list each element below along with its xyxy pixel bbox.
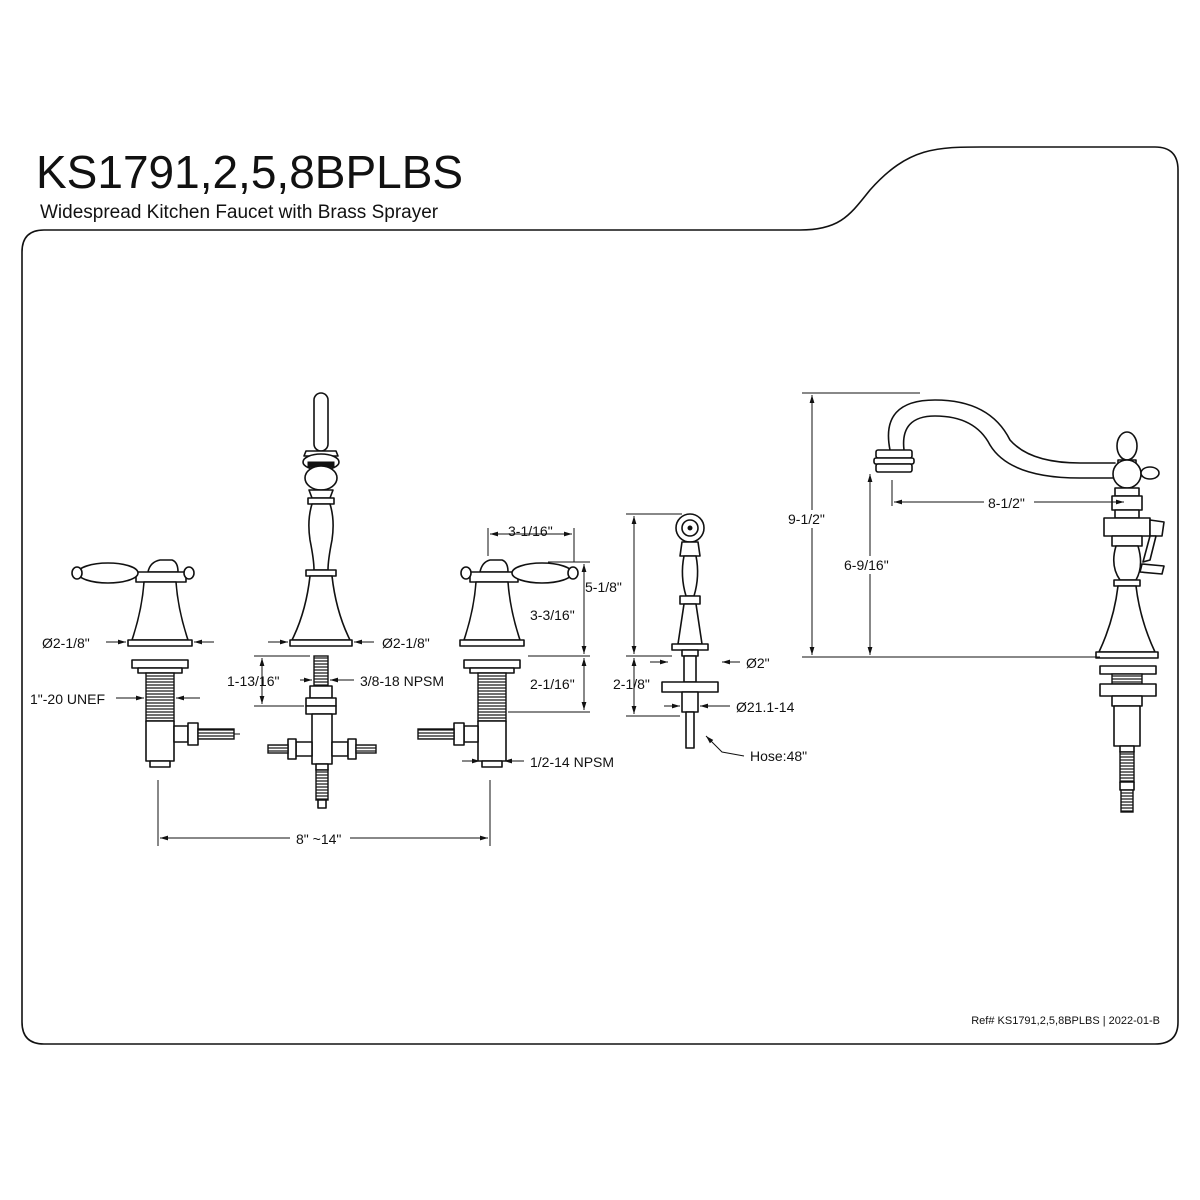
sprayer [661,513,719,749]
dim-handle-width: 3-1/16" [508,523,553,539]
subtitle: Widespread Kitchen Faucet with Brass Spr… [40,202,439,223]
dim-spread: 8" ~14" [296,831,341,847]
drawing-frame [21,146,1179,1045]
dimension-labels: Ø2-1/8" 1"-20 UNEF Ø2-1/8" 1-13/16" 3/8-… [30,494,1034,847]
dim-shank-thread: 1"-20 UNEF [30,691,105,707]
dim-handle-height: 3-3/16" [530,607,575,623]
dim-spout-thread: 3/8-18 NPSM [360,673,444,689]
right-handle-valve [417,559,579,768]
model-title: KS1791,2,5,8BPLBS [36,146,463,198]
dim-sprayer-base-diameter: Ø2" [746,655,770,671]
dim-sprayer-height: 5-1/8" [585,579,622,595]
left-handle-valve [71,559,240,768]
dim-sprayer-shank-length: 2-1/8" [613,676,650,692]
dim-sprayer-thread: Ø21.1-14 [736,699,795,715]
dim-supply-thread: 1/2-14 NPSM [530,754,614,770]
reference-label: Ref# KS1791,2,5,8BPLBS | 2022-01-B [971,1015,1160,1027]
dim-overall-height: 9-1/2" [788,511,825,527]
dim-handle-diameter-left: Ø2-1/8" [42,635,90,651]
dim-spout-reach: 8-1/2" [988,495,1025,511]
faucet-side-view [873,399,1165,813]
dimension-lines [106,392,1124,846]
dim-spout-base-diameter: Ø2-1/8" [382,635,430,651]
dim-spout-shank-length: 1-13/16" [227,673,279,689]
spout-front [267,392,377,809]
dim-handle-shank-length: 2-1/16" [530,676,575,692]
dim-spout-clearance: 6-9/16" [844,557,889,573]
dim-hose-length: Hose:48" [750,748,807,764]
